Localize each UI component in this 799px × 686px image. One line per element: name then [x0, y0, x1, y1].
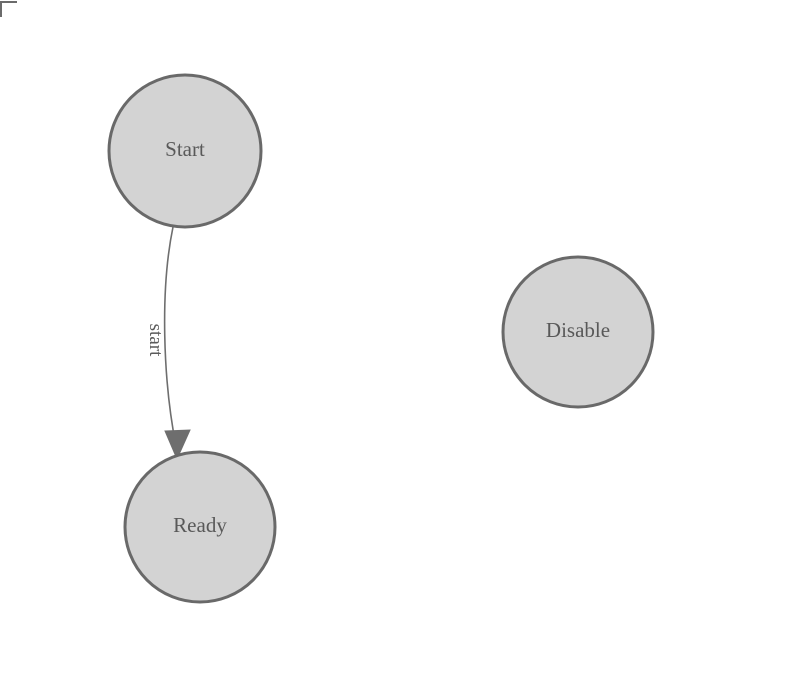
- node-ready-label: Ready: [173, 513, 227, 537]
- node-disable-label: Disable: [546, 318, 610, 342]
- node-start-label: Start: [165, 137, 205, 161]
- node-ready[interactable]: Ready: [123, 450, 277, 604]
- edge-line: [163, 226, 177, 447]
- node-disable[interactable]: Disable: [501, 255, 655, 409]
- corner-bracket-icon: [0, 1, 17, 17]
- edge-label-start: start: [145, 324, 166, 357]
- node-start-shape[interactable]: [107, 73, 263, 229]
- node-ready-shape[interactable]: [123, 450, 277, 604]
- node-disable-shape[interactable]: [501, 255, 655, 409]
- edge-start-to-ready[interactable]: start: [145, 226, 191, 461]
- arrowhead-icon: [164, 429, 191, 461]
- node-start[interactable]: Start: [107, 73, 263, 229]
